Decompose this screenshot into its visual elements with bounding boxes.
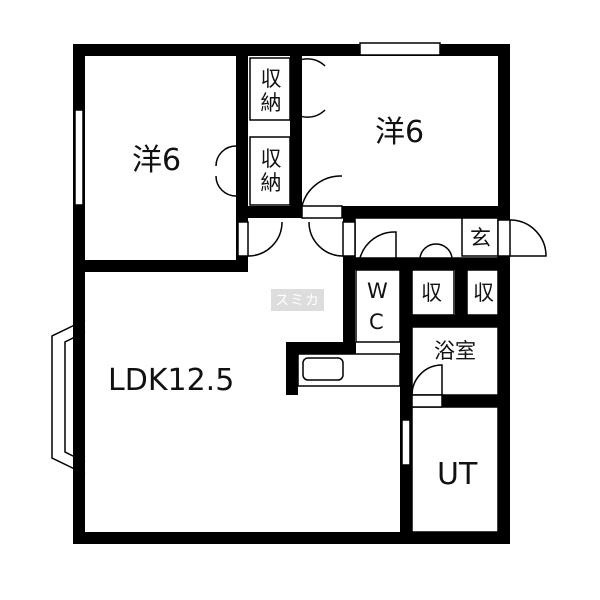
door-swings xyxy=(51,58,547,475)
room-label-storage-mid: 収納 xyxy=(260,147,282,195)
room-label-western-left: 洋6 xyxy=(132,143,182,178)
room-label-bath: 浴室 xyxy=(434,339,476,363)
room-label-storage-b: 収 xyxy=(473,281,494,305)
room-label-wc-w: W xyxy=(367,279,388,303)
room-label-storage-top: 収納 xyxy=(260,67,282,115)
room-label-utility: UT xyxy=(437,457,478,492)
room-label-entrance: 玄 xyxy=(470,226,491,250)
room-label-storage-a: 収 xyxy=(421,281,442,305)
room-label-western-right: 洋6 xyxy=(375,115,425,150)
room-label-ldk: LDK12.5 xyxy=(108,363,235,398)
openings xyxy=(74,42,511,533)
watermark-logo: スミカ xyxy=(271,289,324,311)
room-label-wc-c: C xyxy=(369,310,384,334)
